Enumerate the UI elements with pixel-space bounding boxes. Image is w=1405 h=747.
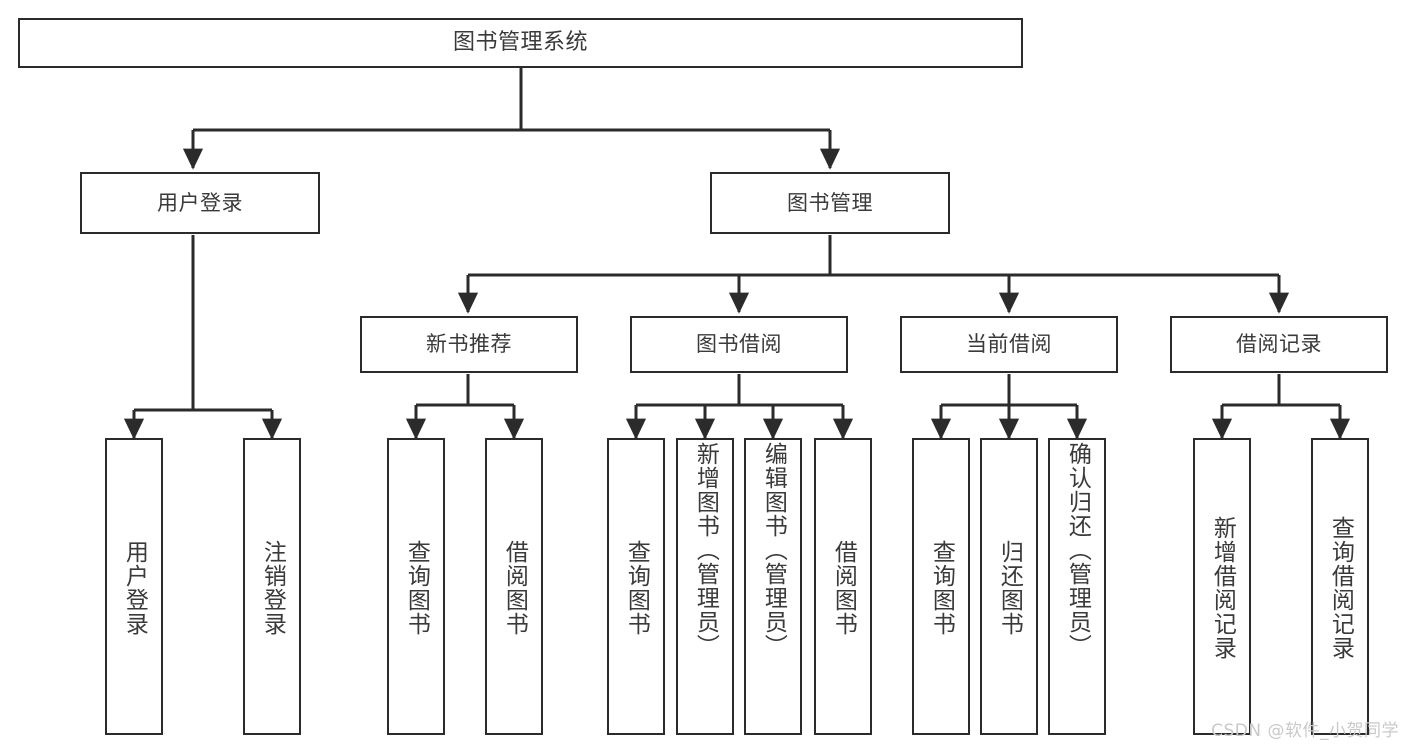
node-new-book-recommend[interactable]: 新书推荐 <box>360 316 578 373</box>
leaf-query-borrow-record[interactable]: 查询借阅记录 <box>1311 438 1369 735</box>
node-label: 注销登录 <box>259 539 286 636</box>
node-label: 新书推荐 <box>426 332 512 357</box>
node-label: 确认归还（管理员） <box>1064 442 1091 658</box>
leaf-user-login[interactable]: 用户登录 <box>105 438 163 735</box>
leaf-edit-book-admin[interactable]: 编辑图书（管理员） <box>744 438 802 735</box>
node-user-login[interactable]: 用户登录 <box>80 172 320 234</box>
node-label: 新增图书（管理员） <box>692 442 719 658</box>
node-label: 图书管理系统 <box>452 30 588 56</box>
node-label: 查询图书 <box>403 539 430 636</box>
node-label: 借阅记录 <box>1236 332 1322 357</box>
watermark-text: CSDN @软件_小贺同学 <box>1211 721 1399 741</box>
leaf-query-book-recommend[interactable]: 查询图书 <box>387 438 445 735</box>
node-label: 借阅图书 <box>501 539 528 636</box>
leaf-add-book-admin[interactable]: 新增图书（管理员） <box>676 438 734 735</box>
node-label: 图书管理 <box>787 190 873 215</box>
node-book-management[interactable]: 图书管理 <box>710 172 950 234</box>
leaf-confirm-return-admin[interactable]: 确认归还（管理员） <box>1048 438 1106 735</box>
node-label: 用户登录 <box>157 190 243 215</box>
node-label: 查询借阅记录 <box>1327 515 1354 660</box>
leaf-add-borrow-record[interactable]: 新增借阅记录 <box>1193 438 1251 735</box>
node-label: 用户登录 <box>121 539 148 636</box>
leaf-return-book[interactable]: 归还图书 <box>980 438 1038 735</box>
leaf-user-logout[interactable]: 注销登录 <box>243 438 301 735</box>
node-label: 编辑图书（管理员） <box>760 442 787 658</box>
leaf-query-book-current[interactable]: 查询图书 <box>912 438 970 735</box>
node-label: 查询图书 <box>623 539 650 636</box>
node-label: 借阅图书 <box>830 539 857 636</box>
node-label: 查询图书 <box>928 539 955 636</box>
leaf-borrow-book[interactable]: 借阅图书 <box>814 438 872 735</box>
node-label: 图书借阅 <box>696 332 782 357</box>
leaf-query-book-borrow[interactable]: 查询图书 <box>607 438 665 735</box>
node-label: 新增借阅记录 <box>1209 515 1236 660</box>
node-current-borrow[interactable]: 当前借阅 <box>900 316 1118 373</box>
leaf-borrow-book-recommend[interactable]: 借阅图书 <box>485 438 543 735</box>
node-borrow-record[interactable]: 借阅记录 <box>1170 316 1388 373</box>
node-root-system[interactable]: 图书管理系统 <box>18 18 1023 68</box>
node-label: 归还图书 <box>996 539 1023 636</box>
node-label: 当前借阅 <box>966 332 1052 357</box>
node-book-borrow[interactable]: 图书借阅 <box>630 316 848 373</box>
